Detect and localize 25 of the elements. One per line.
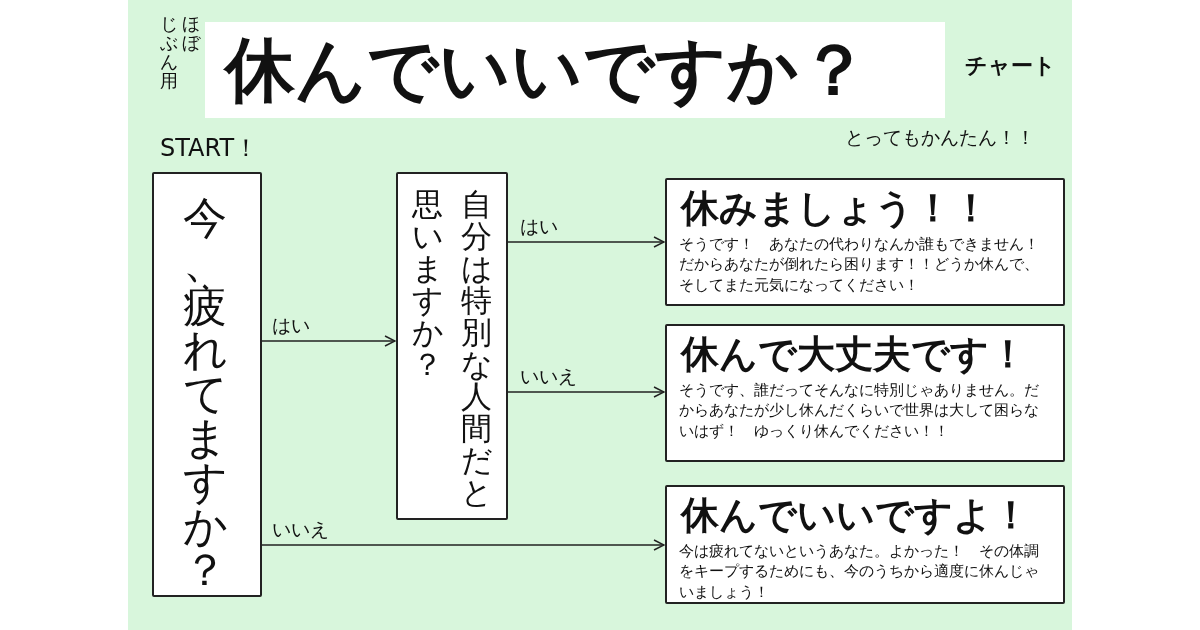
label: とってもかんたん！！ — [845, 128, 1035, 148]
title: 休んでいいですか？ — [225, 28, 869, 112]
edge-label: はい — [270, 315, 312, 336]
edge-label: はい — [518, 216, 560, 237]
question-box — [152, 172, 262, 597]
result-text: 今は疲れてないというあなた。よかった！ その体調をキープするためにも、今のうちから適度に休んじゃいましょう！ — [679, 542, 1040, 602]
arrow — [261, 335, 396, 347]
arrow — [261, 539, 665, 551]
question-text: 今、疲れてますか？ — [182, 196, 229, 592]
question-box — [396, 172, 508, 520]
result-box — [665, 324, 1065, 462]
arrow — [507, 386, 665, 398]
start-label: START！ — [160, 134, 259, 163]
vertical-label: ほぼ — [182, 14, 201, 52]
result-heading: 休みましょう！！ — [681, 186, 990, 232]
result-heading: 休んで大丈夫です！ — [681, 332, 1027, 378]
result-text: そうです、誰だってそんなに特別じゃありません。だからあなたが少し休んだくらいで世界は大して困らないはず！ ゆっくり休んでください！！ — [679, 381, 1040, 441]
result-text: そうです！ あなたの代わりなんか誰もできません！だからあなたが倒れたら困ります！！どうか休んで、そしてまた元気になってください！ — [679, 235, 1040, 295]
label: チャート — [965, 54, 1056, 78]
question-text: 自分は特別な人間だと思いますか？ — [410, 188, 494, 508]
arrow — [507, 236, 665, 248]
vertical-label: じぶん用 — [160, 14, 179, 90]
result-box — [665, 178, 1065, 306]
result-box — [665, 485, 1065, 604]
result-heading: 休んでいいですよ！ — [681, 493, 1030, 539]
